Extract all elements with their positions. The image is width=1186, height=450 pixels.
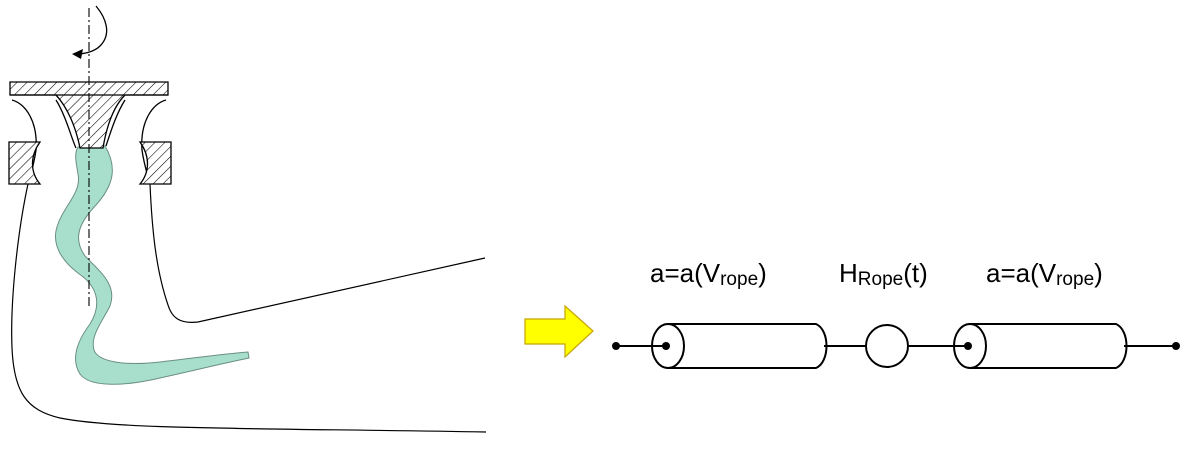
pipe-element-left (651, 323, 828, 369)
node-dot-pipe-right (964, 342, 972, 350)
vortex-rope (54, 145, 250, 385)
node-dot-inlet (612, 342, 620, 350)
node-dot-outlet (1172, 342, 1180, 350)
runner-band-right (138, 141, 172, 185)
label-wave-speed-left: a=a(Vrope) (650, 258, 767, 290)
draft-tube-outer-wall (11, 183, 487, 433)
pipe-element-right (953, 323, 1128, 369)
runner-blade-left-inner (55, 99, 77, 149)
rope-source-node (865, 324, 909, 368)
yellow-block-arrow-icon (524, 304, 594, 359)
runner-blade-right-inner (105, 99, 126, 147)
node-dot-pipe-left (662, 342, 670, 350)
curved-arrow-icon (72, 5, 108, 59)
draft-tube-drawing (8, 5, 487, 433)
label-wave-speed-right: a=a(Vrope) (986, 258, 1103, 290)
model-nodes (612, 342, 1180, 350)
runner-band-left (8, 141, 42, 185)
hydroacoustic-model (616, 323, 1176, 369)
label-rope-source: HRope(t) (839, 258, 928, 290)
draft-tube-inner-wall (149, 183, 486, 323)
